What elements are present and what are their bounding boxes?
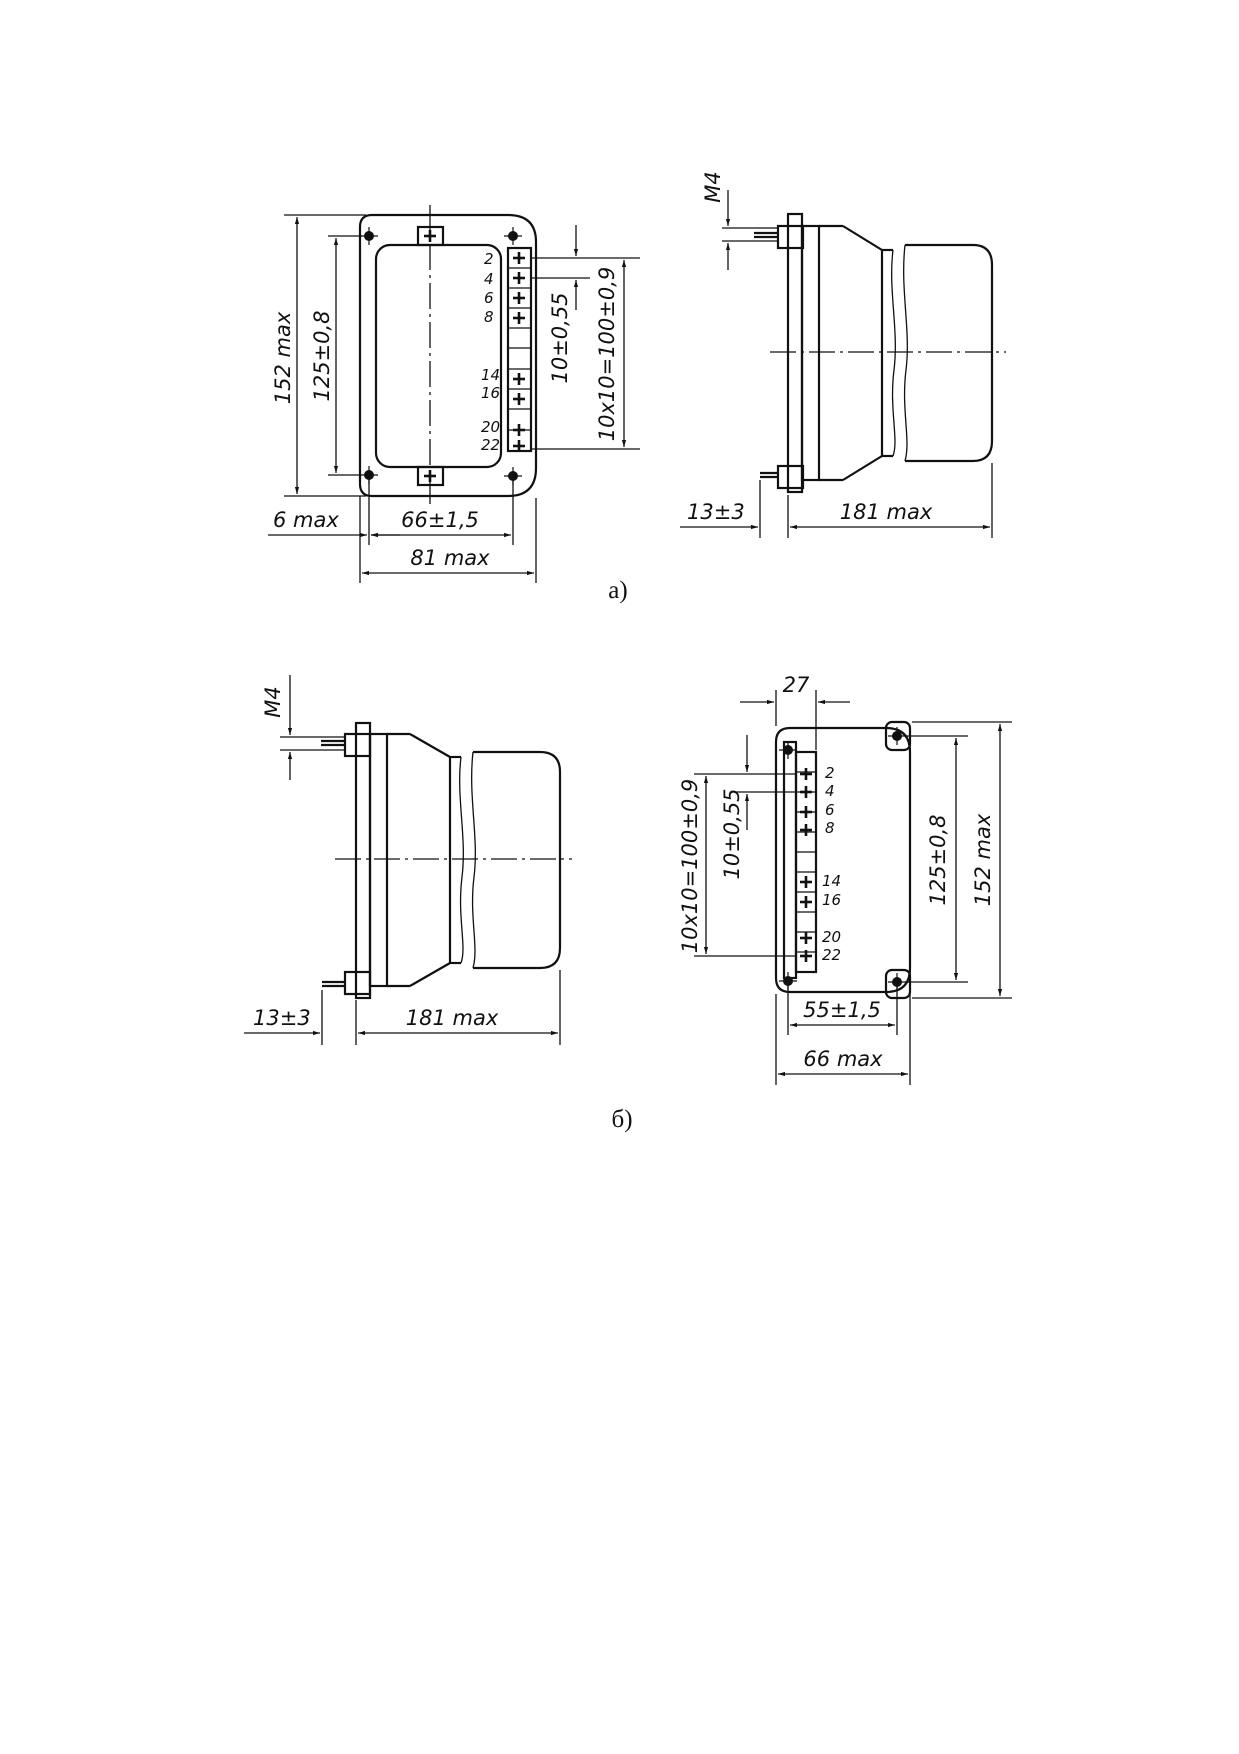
dim-width-max-b: 66 max <box>803 1047 883 1071</box>
terminal-plus-marks-a <box>511 250 527 454</box>
dim-mount-height-b: 125±0,8 <box>926 814 950 905</box>
dim-depth-max-b: 181 max <box>406 1006 499 1030</box>
figure-a-front-view: 2 4 6 8 14 16 20 22 152 max 125±0,8 10±0… <box>268 205 640 583</box>
pin-label: 14 <box>481 366 500 384</box>
terminal-cells-b <box>796 771 816 953</box>
pin-label: 20 <box>481 418 500 436</box>
dim-depth-max-a: 181 max <box>840 500 933 524</box>
pin-label: 22 <box>822 946 841 964</box>
dim-block-width-b: 27 <box>783 673 810 697</box>
dim-offset-max-a: 6 max <box>273 508 339 532</box>
pin-label: 4 <box>484 270 494 288</box>
dim-stud-a: 13±3 <box>687 500 745 524</box>
dim-mount-height-a: 125±0,8 <box>310 310 334 401</box>
dim-pin-span-a: 10x10=100±0,9 <box>595 267 619 442</box>
pin-label: 16 <box>481 384 500 402</box>
pin-label: 2 <box>484 250 494 268</box>
dim-pin-span-b: 10x10=100±0,9 <box>678 779 702 954</box>
dim-height-max-a: 152 max <box>271 311 295 404</box>
dim-thread-b: M4 <box>261 686 285 717</box>
dim-thread-a: M4 <box>701 171 725 202</box>
figure-b-front-view: 2 4 6 8 14 16 20 22 27 10±0,55 10x10=100… <box>678 673 1012 1085</box>
dim-height-max-b: 152 max <box>971 813 995 906</box>
dim-width-max-a: 81 max <box>410 546 490 570</box>
dim-pin-pitch-a: 10±0,55 <box>548 292 572 383</box>
caption-a: а) <box>608 577 627 604</box>
terminal-plus-marks-b <box>798 766 814 964</box>
dim-pin-pitch-b: 10±0,55 <box>720 788 744 879</box>
pin-label: 20 <box>822 928 841 946</box>
dim-stud-b: 13±3 <box>253 1006 311 1030</box>
caption-b: б) <box>611 1106 632 1133</box>
pin-label: 8 <box>484 308 494 326</box>
pin-label: 6 <box>825 801 835 819</box>
pin-label: 8 <box>825 819 835 837</box>
figure-a-side-view: M4 13±3 181 max <box>680 171 1006 538</box>
dim-mount-width-b: 55±1,5 <box>803 998 881 1022</box>
pin-label: 16 <box>822 891 841 909</box>
pin-label: 4 <box>825 782 835 800</box>
pin-label: 22 <box>481 436 500 454</box>
pin-label: 6 <box>484 289 494 307</box>
dim-mount-width-a: 66±1,5 <box>401 508 479 532</box>
pin-label: 2 <box>825 764 835 782</box>
pin-label: 14 <box>822 872 841 890</box>
figure-b-side-view: M4 13±3 181 max <box>244 675 572 1045</box>
